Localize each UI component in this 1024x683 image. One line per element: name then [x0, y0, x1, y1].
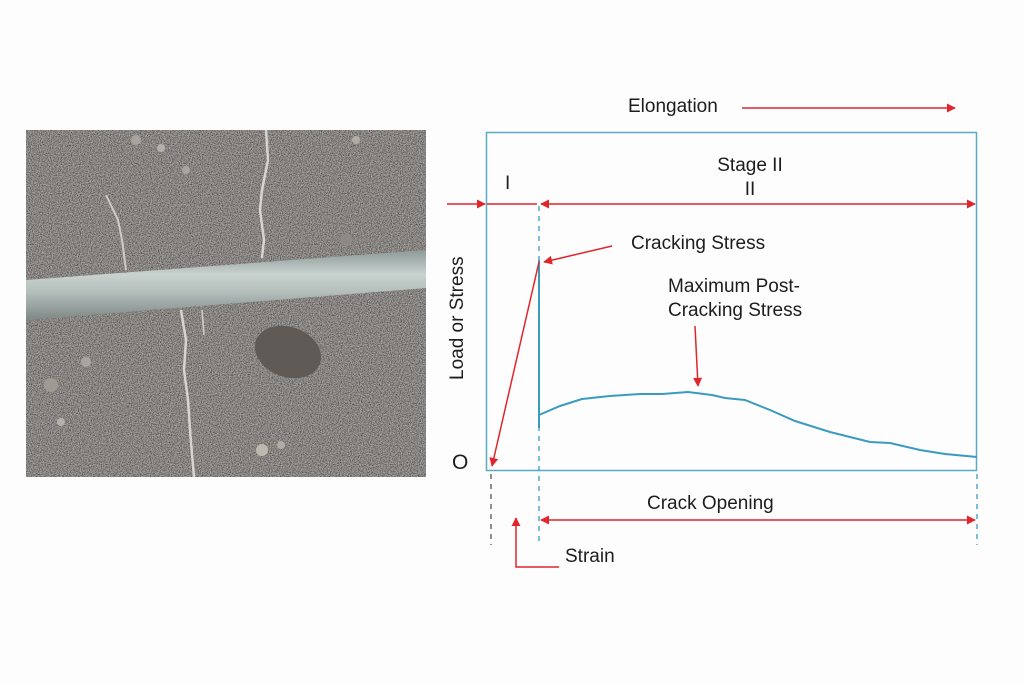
stress-curve	[538, 260, 978, 458]
max-post-cracking-label-2: Cracking Stress	[668, 300, 803, 321]
concrete-texture-image	[26, 130, 426, 477]
strain-label: Strain	[565, 546, 615, 567]
stage-two-label: Stage II	[717, 155, 783, 176]
max-post-cracking-label-1: Maximum Post-	[668, 276, 800, 297]
max-post-cracking-pointer	[693, 325, 703, 387]
stage-two-sub-label: II	[744, 179, 756, 200]
origin-label: O	[452, 451, 469, 474]
plot-frame	[485, 131, 978, 472]
stage-one-label: I	[505, 173, 511, 194]
elastic-loading-arrow	[489, 261, 540, 467]
cracked-concrete-photo	[26, 130, 426, 477]
cracking-stress-pointer	[543, 245, 613, 265]
elongation-label: Elongation	[628, 96, 718, 117]
y-axis-label: Load or Stress	[447, 256, 468, 380]
cracking-stress-label: Cracking Stress	[631, 233, 766, 254]
strain-arrow	[511, 517, 559, 568]
crack-opening-label: Crack Opening	[647, 493, 774, 514]
